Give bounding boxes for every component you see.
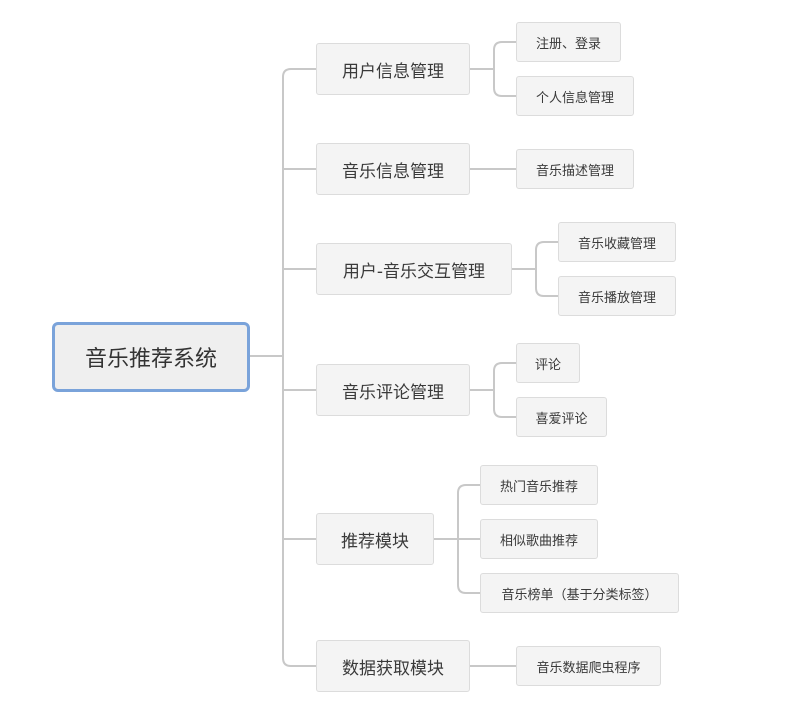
branch-user-info[interactable]: 用户信息管理 <box>316 43 470 95</box>
connector-1 <box>282 68 292 667</box>
connector-18 <box>493 362 503 418</box>
leaf-crawler[interactable]: 音乐数据爬虫程序 <box>516 646 661 686</box>
connector-14 <box>535 241 545 297</box>
leaf-music-charts[interactable]: 音乐榜单（基于分类标签） <box>480 573 679 613</box>
branch-music-comments[interactable]: 音乐评论管理 <box>316 364 470 416</box>
leaf-comment[interactable]: 评论 <box>516 343 580 383</box>
branch-recommendation[interactable]: 推荐模块 <box>316 513 434 565</box>
leaf-similar-songs[interactable]: 相似歌曲推荐 <box>480 519 598 559</box>
root-node[interactable]: 音乐推荐系统 <box>52 322 250 392</box>
branch-user-music-interaction[interactable]: 用户-音乐交互管理 <box>316 243 512 295</box>
leaf-music-favorites[interactable]: 音乐收藏管理 <box>558 222 676 262</box>
leaf-register-login[interactable]: 注册、登录 <box>516 22 621 62</box>
leaf-hot-music[interactable]: 热门音乐推荐 <box>480 465 598 505</box>
leaf-music-playback[interactable]: 音乐播放管理 <box>558 276 676 316</box>
branch-data-acquisition[interactable]: 数据获取模块 <box>316 640 470 692</box>
leaf-liked-comments[interactable]: 喜爱评论 <box>516 397 607 437</box>
connector-22 <box>457 484 467 594</box>
leaf-personal-info[interactable]: 个人信息管理 <box>516 76 634 116</box>
connector-9 <box>493 41 503 97</box>
branch-music-info[interactable]: 音乐信息管理 <box>316 143 470 195</box>
leaf-music-description[interactable]: 音乐描述管理 <box>516 149 634 189</box>
